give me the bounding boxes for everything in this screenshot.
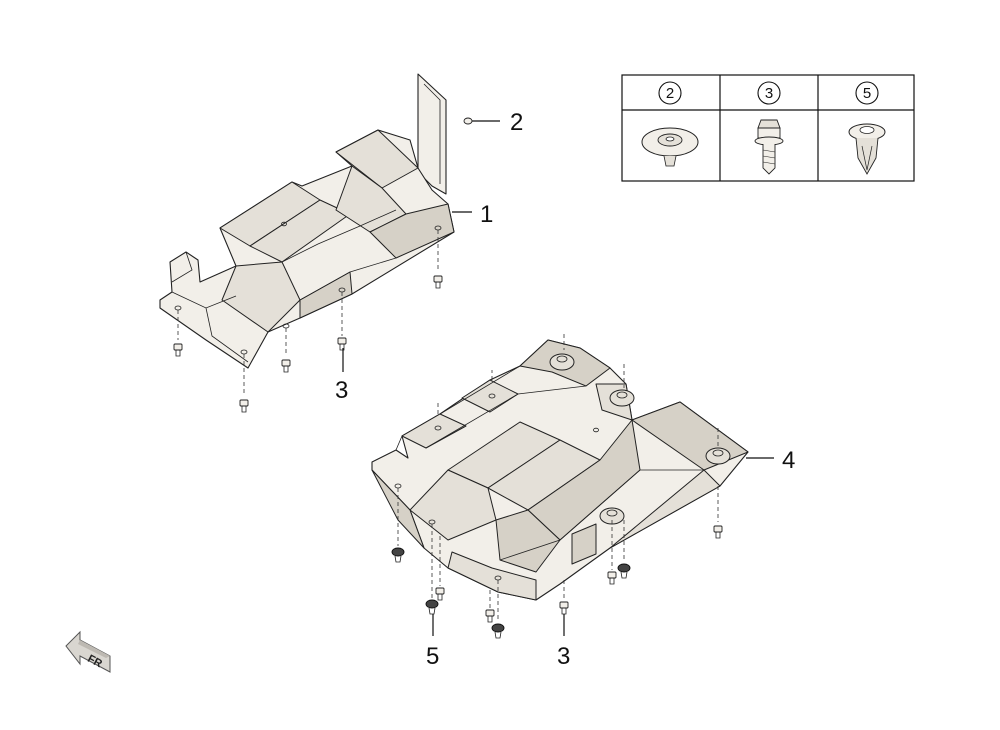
legend-header-2: 2 bbox=[658, 81, 682, 105]
legend-header-3-label: 3 bbox=[765, 85, 773, 102]
legend-header-3: 3 bbox=[757, 81, 781, 105]
push-clip-icon bbox=[848, 123, 886, 175]
fastener-legend-table: 2 3 5 bbox=[621, 74, 915, 182]
grommet-bosses bbox=[549, 353, 731, 525]
callout-2: 2 bbox=[510, 109, 523, 136]
legend-header-2-label: 2 bbox=[666, 85, 674, 102]
leader-lines bbox=[342, 120, 774, 636]
callout-3-rear: 3 bbox=[557, 643, 570, 670]
callout-1: 1 bbox=[480, 201, 493, 228]
rear-under-cover bbox=[371, 339, 749, 601]
washer-clip-icon bbox=[641, 127, 699, 167]
legend-header-5-label: 5 bbox=[863, 85, 871, 102]
legend-header-5: 5 bbox=[855, 81, 879, 105]
callout-3-front: 3 bbox=[335, 377, 348, 404]
callout-4: 4 bbox=[782, 447, 795, 474]
front-under-cover bbox=[159, 73, 455, 369]
bolt-icon bbox=[754, 119, 784, 175]
part-1-bolts bbox=[173, 230, 443, 413]
washer-clip-part-2 bbox=[463, 117, 473, 125]
callout-5: 5 bbox=[426, 643, 439, 670]
part-4-fasteners bbox=[391, 334, 723, 639]
front-direction-badge: FR bbox=[65, 630, 111, 673]
